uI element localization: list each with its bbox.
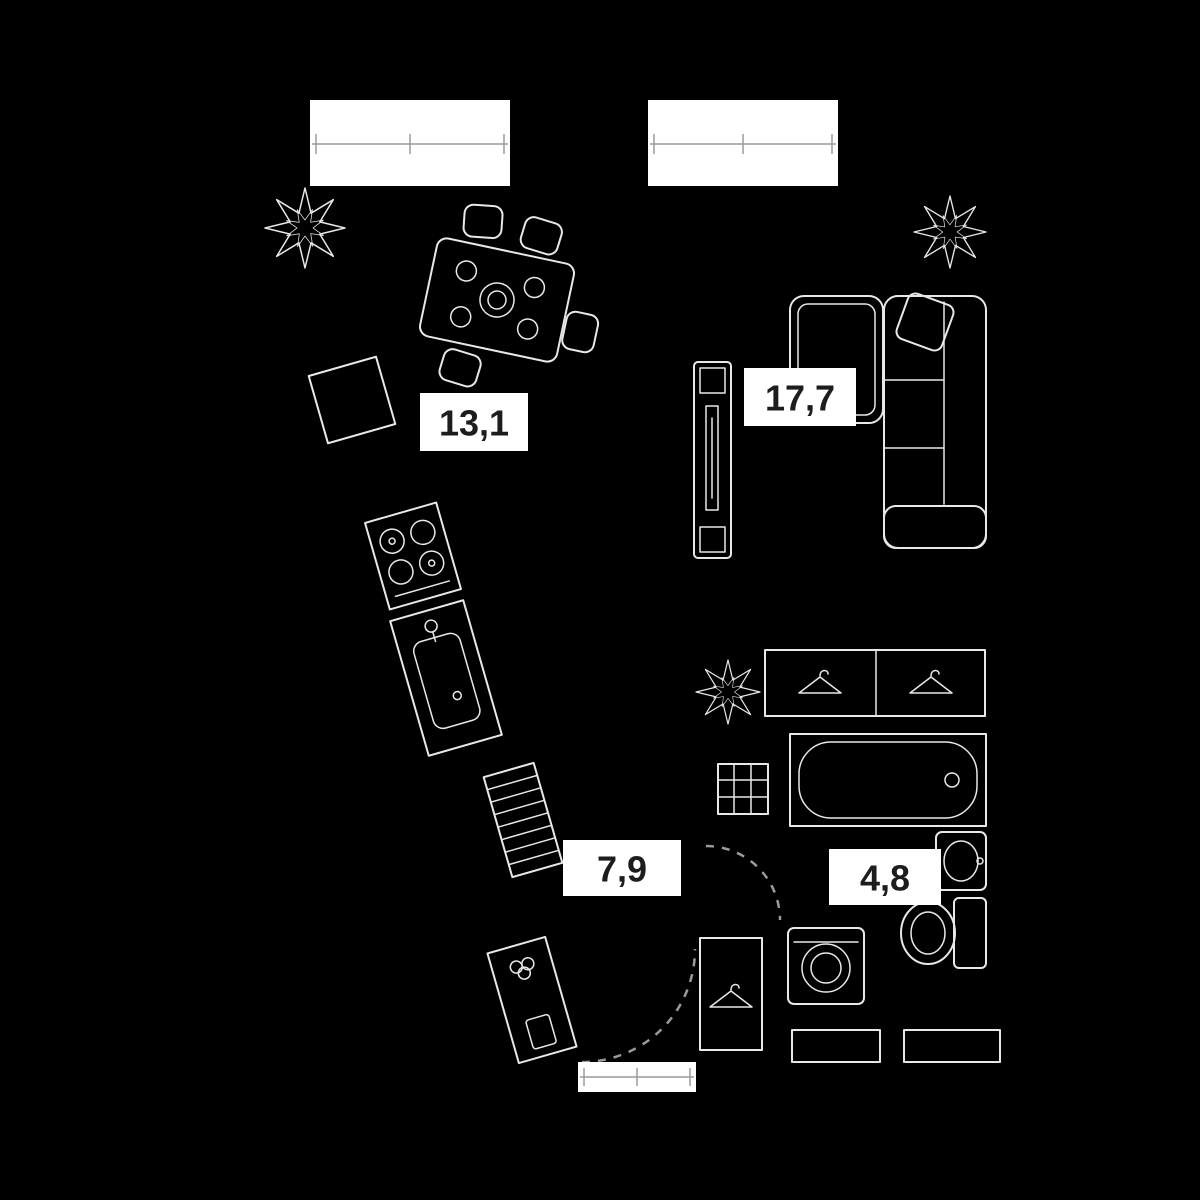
plant-top-right-icon — [913, 195, 987, 269]
room-label-bathroom: 4,8 — [829, 849, 941, 905]
door-swing-icon — [705, 844, 782, 921]
hallway-console — [486, 935, 578, 1065]
chair — [519, 216, 563, 256]
room-label-bathroom-box — [829, 849, 941, 905]
dining-set — [418, 203, 600, 388]
room-label-kitchen: 13,1 — [420, 393, 528, 451]
vent-duct — [717, 763, 769, 815]
room-label-living-value: 17,7 — [765, 378, 835, 419]
room-label-kitchen-box — [420, 393, 528, 451]
room-label-hallway-box — [563, 840, 681, 896]
bottom-cabinet-right — [903, 1029, 1001, 1063]
bathtub-icon — [789, 733, 987, 827]
hanger-icon — [798, 669, 842, 694]
hallway-closet — [699, 937, 763, 1051]
toilet-icon — [900, 897, 987, 969]
chair — [561, 310, 600, 354]
hanger-icon — [909, 669, 953, 694]
sofa-armrest — [883, 505, 987, 549]
hanger-icon — [709, 983, 753, 1008]
room-label-hallway-value: 7,9 — [597, 849, 647, 890]
entrance-door — [578, 948, 697, 1092]
room-label-living: 17,7 — [744, 368, 856, 426]
washing-machine-icon — [787, 927, 865, 1005]
dining-table — [418, 237, 576, 363]
throw-pillow — [895, 292, 955, 352]
chair — [462, 203, 504, 240]
chair — [438, 348, 482, 388]
kitchen-counter — [307, 355, 564, 879]
kitchen-cabinet — [307, 355, 397, 445]
room-label-bathroom-value: 4,8 — [860, 858, 910, 899]
plant-hallway-icon — [695, 659, 761, 725]
kitchen-sink-icon — [389, 599, 503, 757]
bathroom-sink-icon — [935, 831, 987, 891]
door-swing-icon — [581, 948, 697, 1064]
bottom-cabinet-left — [791, 1029, 881, 1063]
window-top-left — [310, 100, 510, 186]
wardrobe — [764, 649, 986, 717]
sofa-body — [883, 295, 987, 549]
room-label-living-box — [744, 368, 856, 426]
room-label-kitchen-value: 13,1 — [439, 403, 509, 444]
bathroom-door — [705, 844, 782, 921]
plant-top-left-icon — [264, 187, 346, 269]
window-top-right — [648, 100, 838, 186]
shelf-rail — [482, 761, 564, 879]
tv-stand — [693, 361, 732, 559]
stove-icon — [364, 501, 462, 611]
tv-screen — [705, 405, 719, 511]
room-label-hallway: 7,9 — [563, 840, 681, 896]
